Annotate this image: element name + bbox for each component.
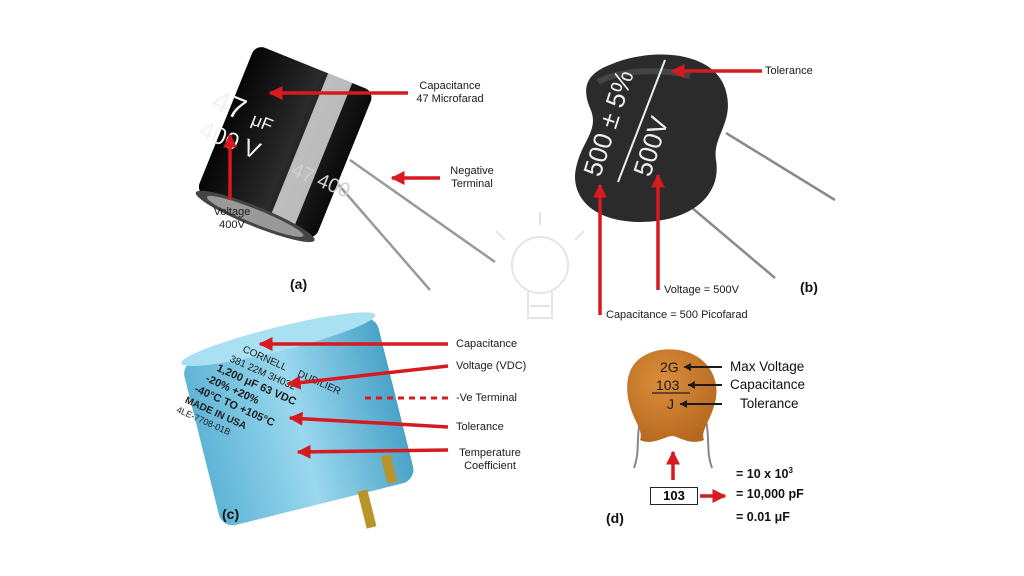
callout-capacitance-a-value: 47 Microfarad xyxy=(416,93,484,105)
callout-capacitance-c: Capacitance xyxy=(456,338,518,350)
callout-arrows-d-red xyxy=(666,450,727,503)
code-box: 103 xyxy=(650,487,698,505)
panel-c-tag: (c) xyxy=(222,506,240,522)
callout-voltage-c: Voltage (VDC) xyxy=(456,360,527,372)
equation-line-2: = 10,000 pF xyxy=(736,487,804,501)
capacitor-d xyxy=(627,349,717,469)
callout-temperature-line-2: Coefficient xyxy=(464,460,516,472)
arrowheads-d xyxy=(680,363,695,408)
callout-tolerance-b: Tolerance xyxy=(765,65,813,77)
panel-d-tag: (d) xyxy=(606,510,624,526)
callout-voltage-b: Voltage = 500V xyxy=(664,284,739,296)
callout-arrows-a xyxy=(223,86,440,200)
label-capacitance-d: Capacitance xyxy=(730,377,806,392)
equation-line-1-exponent: 3 xyxy=(788,466,793,475)
callout-negative-terminal-a: Negative Terminal xyxy=(438,165,506,191)
equation-line-1-base: = 10 x 10 xyxy=(736,467,789,482)
panel-b-tag: (b) xyxy=(800,279,818,295)
callout-terminal-c: -Ve Terminal xyxy=(456,392,517,404)
callout-arrows-b xyxy=(593,64,762,315)
callout-voltage-a-title: Voltage xyxy=(213,206,251,218)
callout-capacitance-a-title: Capacitance xyxy=(419,80,481,92)
capacitor-d-voltage-code: 2G xyxy=(660,359,679,375)
lightbulb-watermark-icon xyxy=(495,212,585,319)
callout-capacitance-b: Capacitance = 500 Picofarad xyxy=(606,309,748,321)
callout-arrows-c xyxy=(258,337,449,459)
callout-negative-line-1: Negative xyxy=(450,165,494,177)
capacitor-b-divider xyxy=(617,59,666,183)
capacitor-d-tolerance-code: J xyxy=(667,396,674,412)
equation-line-3: = 0.01 μF xyxy=(736,510,790,524)
callout-temperature-line-1: Temperature xyxy=(459,447,521,459)
callout-voltage-a-value: 400V xyxy=(219,219,245,231)
callout-voltage-a: Voltage 400V xyxy=(200,206,264,232)
callout-negative-line-2: Terminal xyxy=(451,178,493,190)
callout-temperature-c: Temperature Coefficient xyxy=(452,447,528,473)
panel-a-tag: (a) xyxy=(290,276,308,292)
equation-line-1: = 10 x 103 xyxy=(736,464,793,481)
capacitor-b xyxy=(575,54,836,279)
callout-capacitance-a: Capacitance 47 Microfarad xyxy=(408,80,492,106)
capacitor-d-capacitance-code: 103 xyxy=(656,377,680,393)
label-max-voltage: Max Voltage xyxy=(730,359,805,374)
label-tolerance-d: Tolerance xyxy=(740,396,799,411)
callout-tolerance-c: Tolerance xyxy=(456,421,504,433)
